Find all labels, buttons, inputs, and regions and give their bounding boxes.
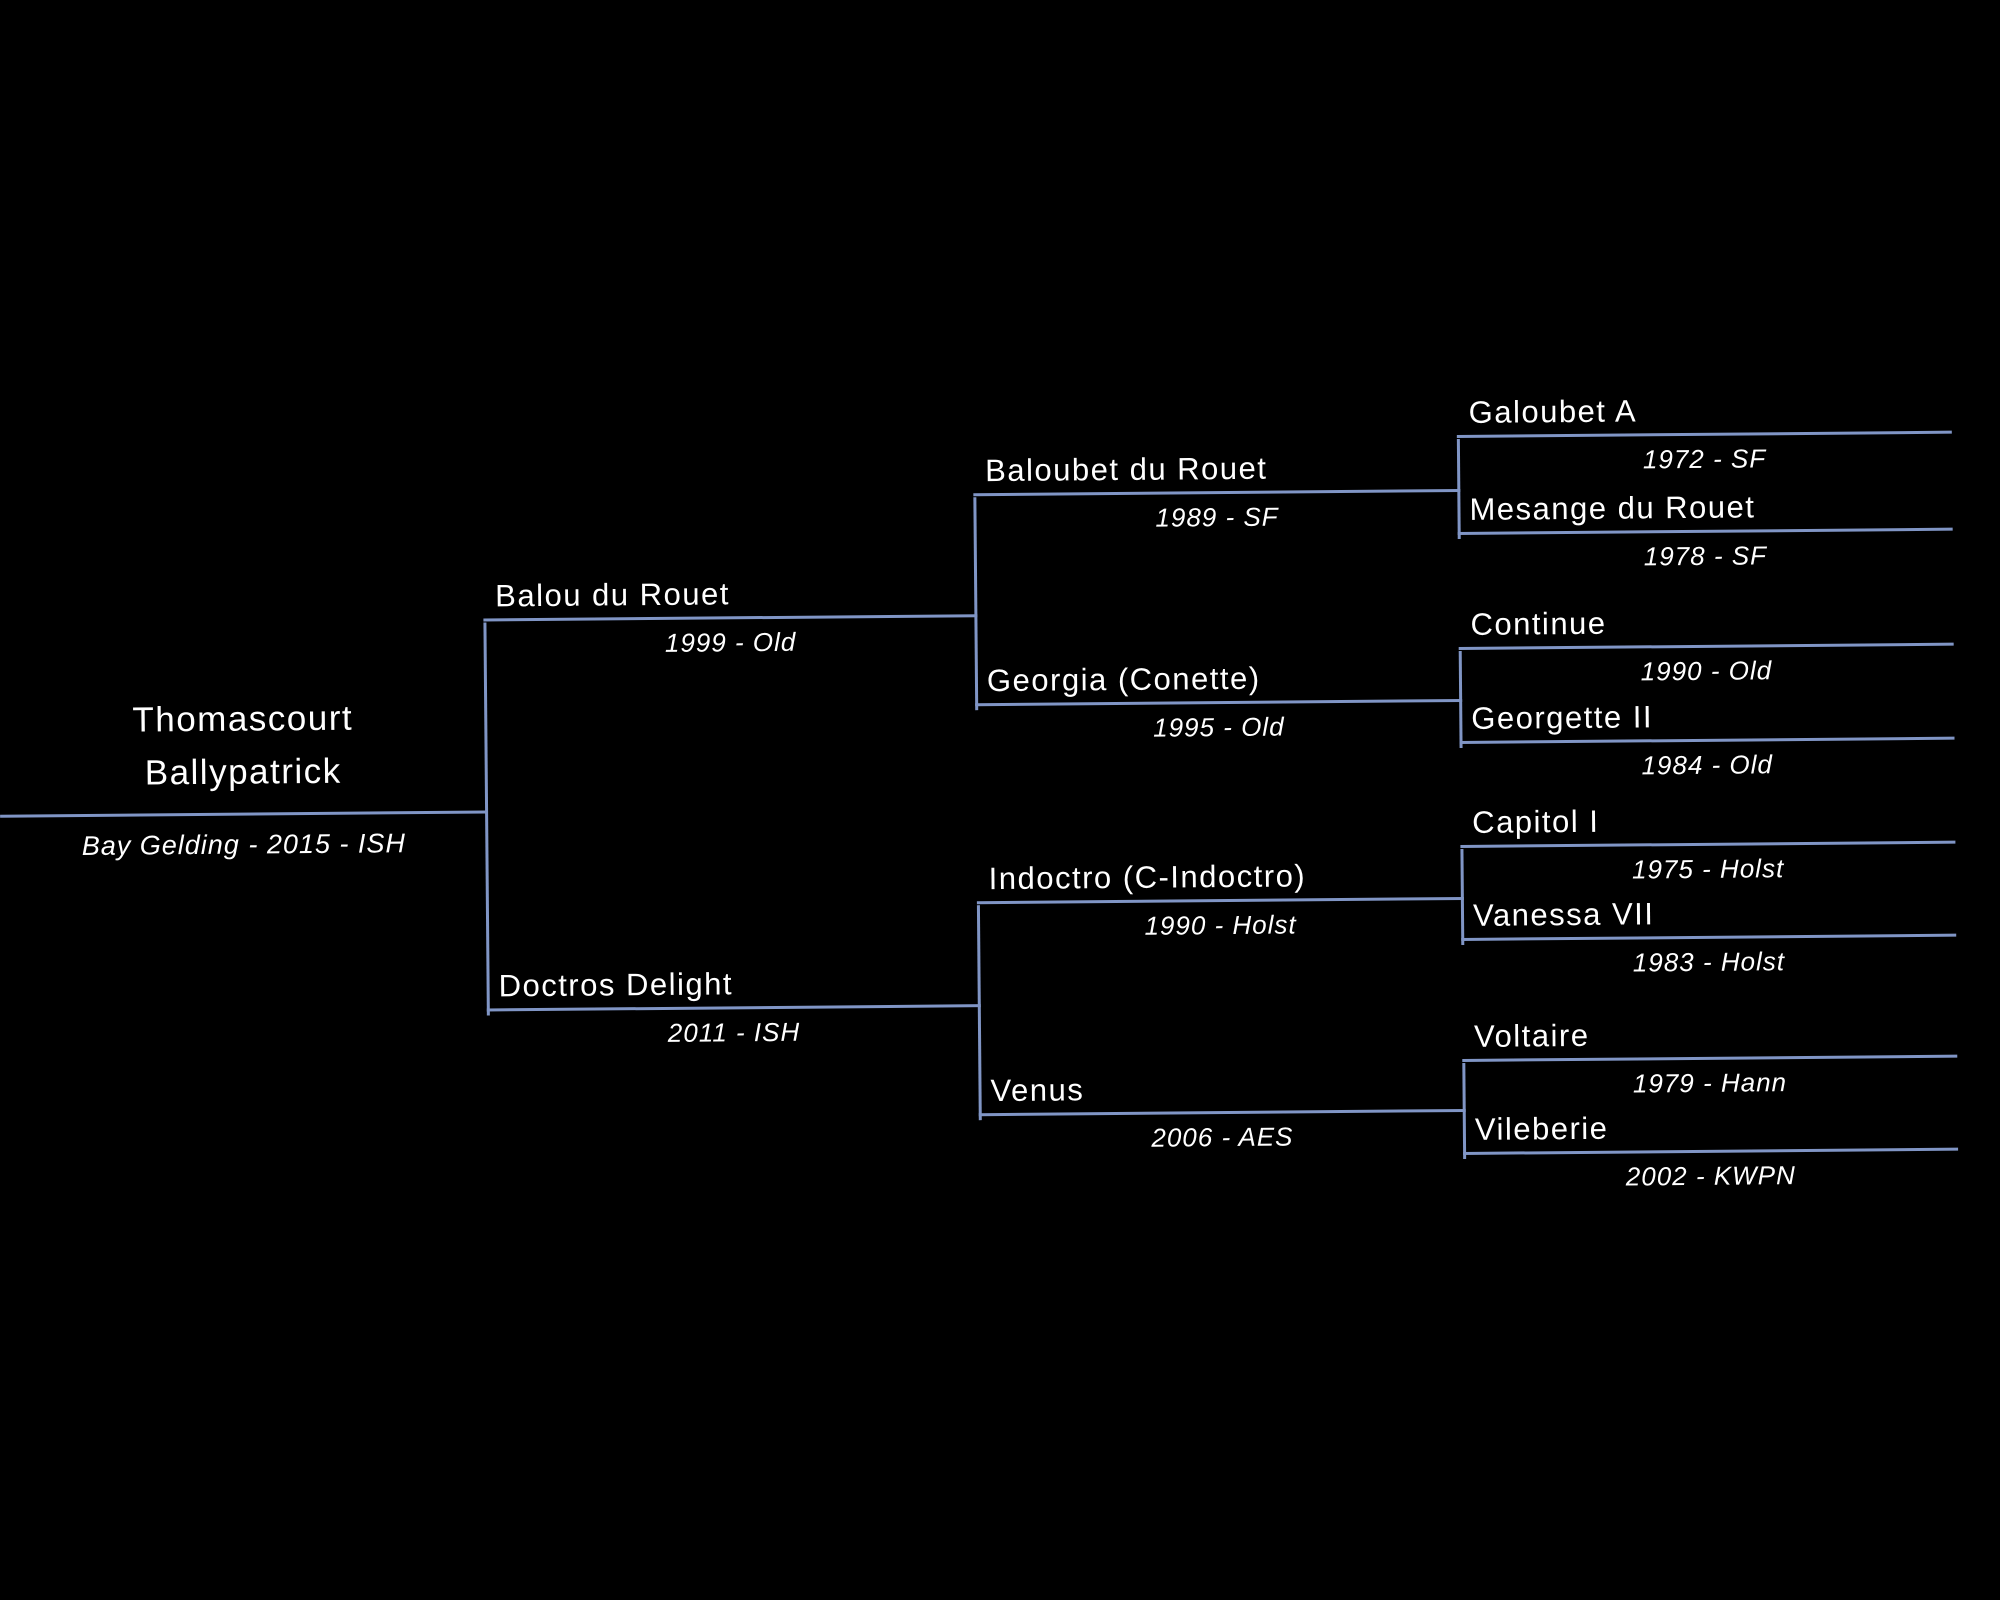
horse-detail: 1972 - SF	[1642, 443, 1767, 475]
pedigree-node-venus: Venus 2006 - AES	[978, 1065, 1466, 1155]
horse-detail: 1978 - SF	[1643, 540, 1768, 572]
horse-name: Galoubet A	[1468, 393, 1638, 430]
horse-name: Georgia (Conette)	[986, 660, 1261, 699]
pedigree-node-indoctro: Indoctro (C-Indoctro) 1990 - Holst	[976, 853, 1464, 943]
horse-detail: 2011 - ISH	[667, 1016, 801, 1048]
pedigree-node-baloubet-du-rouet: Baloubet du Rouet 1989 - SF	[973, 445, 1461, 535]
horse-name: Doctros Delight	[498, 966, 734, 1004]
horse-name: Balou du Rouet	[495, 576, 731, 614]
subject-name: Thomascourt Ballypatrick	[0, 690, 487, 800]
pedigree-node-georgette-ii: Georgette II 1984 - Old	[1459, 693, 1955, 783]
subject-name-line2: Ballypatrick	[144, 751, 342, 793]
horse-name: Baloubet du Rouet	[984, 450, 1268, 489]
horse-name: Georgette II	[1471, 699, 1654, 736]
horse-name: Vanessa VII	[1472, 896, 1655, 933]
pedigree-node-voltaire: Voltaire 1979 - Hann	[1462, 1011, 1958, 1101]
connector-bracket-gen1	[483, 622, 490, 1016]
horse-detail: 1984 - Old	[1641, 749, 1774, 781]
horse-detail: 1975 - Holst	[1631, 853, 1785, 885]
horse-name: Vileberie	[1474, 1110, 1609, 1147]
horse-detail: 2006 - AES	[1151, 1121, 1294, 1153]
connector-line	[0, 810, 488, 818]
pedigree-node-georgia-conette: Georgia (Conette) 1995 - Old	[975, 655, 1463, 745]
horse-detail: 1990 - Old	[1640, 655, 1773, 687]
pedigree-node-subject: Thomascourt Ballypatrick Bay Gelding - 2…	[0, 690, 488, 862]
horse-detail: 1983 - Holst	[1632, 946, 1786, 978]
horse-detail: 1989 - SF	[1155, 501, 1279, 533]
horse-detail: 1999 - Old	[664, 626, 797, 658]
horse-detail: 1995 - Old	[1153, 711, 1285, 743]
horse-detail: 2002 - KWPN	[1625, 1160, 1796, 1192]
horse-name: Venus	[990, 1072, 1085, 1109]
pedigree-node-balou-du-rouet: Balou du Rouet 1999 - Old	[483, 570, 978, 660]
pedigree-node-doctros-delight: Doctros Delight 2011 - ISH	[486, 960, 981, 1050]
pedigree-node-continue: Continue 1990 - Old	[1458, 599, 1954, 689]
horse-detail: 1979 - Hann	[1632, 1067, 1788, 1099]
horse-name: Voltaire	[1473, 1017, 1590, 1054]
horse-name: Indoctro (C-Indoctro)	[988, 858, 1307, 897]
pedigree-node-mesange-du-rouet: Mesange du Rouet 1978 - SF	[1457, 484, 1953, 574]
horse-name: Mesange du Rouet	[1469, 489, 1756, 527]
pedigree-node-vileberie: Vileberie 2002 - KWPN	[1463, 1104, 1959, 1194]
horse-name: Continue	[1470, 605, 1607, 642]
pedigree-node-vanessa-vii: Vanessa VII 1983 - Holst	[1461, 890, 1957, 980]
pedigree-node-capitol-i: Capitol I 1975 - Holst	[1460, 797, 1956, 887]
horse-detail: 1990 - Holst	[1144, 909, 1297, 941]
horse-name: Capitol I	[1472, 803, 1600, 840]
subject-detail: Bay Gelding - 2015 - ISH	[81, 828, 407, 862]
pedigree-node-galoubet-a: Galoubet A 1972 - SF	[1456, 387, 1952, 477]
subject-name-line1: Thomascourt	[132, 698, 354, 740]
